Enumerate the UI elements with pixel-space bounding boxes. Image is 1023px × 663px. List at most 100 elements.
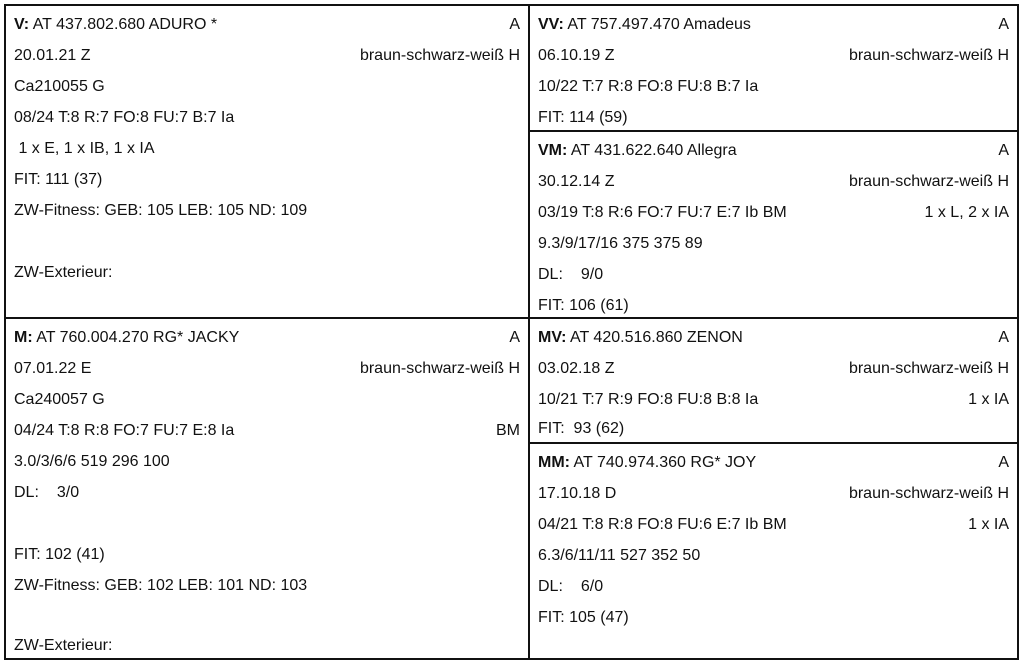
sire-code: Ca210055 G [14,78,105,95]
vm-prefix: VM: [538,142,568,159]
vm-registration: AT 431.622.640 Allegra [570,142,737,159]
divider-center [528,4,530,660]
dam-row: DL: 3/0 [14,477,520,508]
dam-lactation: 3.0/3/6/6 519 296 100 [14,453,170,470]
dam-registration: AT 760.004.270 RG* JACKY [36,329,240,346]
mm-scores: 04/21 T:8 R:8 FO:8 FU:6 E:7 Ib BM [538,516,787,533]
vm-dl-label: DL: [538,266,563,283]
dam-birth: 07.01.22 E [14,360,92,377]
sire-row: ZW-Exterieur: [14,257,520,288]
sire-awards: 1 x E, 1 x IB, 1 x IA [14,140,155,157]
border-top [4,4,1019,6]
mv-prefix: MV: [538,329,567,346]
mm-row: 6.3/6/11/11 527 352 50 [538,540,1009,571]
cell-sire-dam: VM: AT 431.622.640 Allegra A 30.12.14 Z b… [530,132,1017,317]
dam-header: M: AT 760.004.270 RG* JACKY A [14,322,520,353]
vv-birth: 06.10.19 Z [538,47,615,64]
sire-row: FIT: 111 (37) [14,164,520,195]
vm-grade: A [998,142,1009,159]
cell-sire: V: AT 437.802.680 ADURO * A 20.01.21 Z br… [6,6,528,317]
vv-header: VV: AT 757.497.470 Amadeus A [538,9,1009,40]
sire-birth: 20.01.21 Z [14,47,91,64]
sire-fit: FIT: 111 (37) [14,171,103,188]
dam-prefix: M: [14,329,33,346]
mm-grade: A [998,454,1009,471]
mv-awards: 1 x IA [968,391,1009,408]
dam-dl-value: 3/0 [56,484,80,501]
vm-row: 30.12.14 Z braun-schwarz-weiß H [538,166,1009,197]
cell-dam-dam: MM: AT 740.974.360 RG* JOY A 17.10.18 D b… [530,444,1017,658]
sire-grade: A [509,16,520,33]
dam-fit: FIT: 102 (41) [14,546,105,563]
mm-dl-value: 6/0 [580,578,604,595]
vm-lactation: 9.3/9/17/16 375 375 89 [538,235,703,252]
cell-dam-sire: MV: AT 420.516.860 ZENON A 03.02.18 Z bra… [530,319,1017,442]
vm-dl-value: 9/0 [580,266,604,283]
sire-row: 1 x E, 1 x IB, 1 x IA [14,133,520,164]
dam-zw-exterieur: ZW-Exterieur: [14,637,113,654]
pedigree-table: V: AT 437.802.680 ADURO * A 20.01.21 Z br… [4,4,1019,660]
vv-prefix: VV: [538,16,564,33]
divider-vv-vm [530,130,1019,132]
mv-color: braun-schwarz-weiß H [848,360,1009,377]
mv-row: 10/21 T:7 R:9 FO:8 FU:8 B:8 Ia 1 x IA [538,384,1009,415]
vm-scores: 03/19 T:8 R:6 FO:7 FU:7 E:7 Ib BM [538,204,787,221]
vm-fit: FIT: 106 (61) [538,297,629,314]
mv-birth: 03.02.18 Z [538,360,615,377]
dam-row: Ca240057 G [14,384,520,415]
vm-row: 9.3/9/17/16 375 375 89 [538,228,1009,259]
vv-row: FIT: 114 (59) [538,102,1009,133]
mm-birth: 17.10.18 D [538,485,617,502]
dam-grade: A [509,329,520,346]
mm-dl-label: DL: [538,578,563,595]
sire-header: V: AT 437.802.680 ADURO * A [14,9,520,40]
vm-row: FIT: 106 (61) [538,290,1009,321]
cell-dam: M: AT 760.004.270 RG* JACKY A 07.01.22 E… [6,319,528,658]
mm-row: FIT: 105 (47) [538,602,1009,633]
mv-scores: 10/21 T:7 R:9 FO:8 FU:8 B:8 Ia [538,391,759,408]
sire-registration: AT 437.802.680 ADURO * [32,16,218,33]
vv-grade: A [998,16,1009,33]
mv-row: FIT: 93 (62) [538,415,1009,441]
mv-header: MV: AT 420.516.860 ZENON A [538,322,1009,353]
vm-header: VM: AT 431.622.640 Allegra A [538,135,1009,166]
dam-row: ZW-Exterieur: [14,632,520,656]
dam-row: 07.01.22 E braun-schwarz-weiß H [14,353,520,384]
mv-registration: AT 420.516.860 ZENON [570,329,743,346]
vv-registration: AT 757.497.470 Amadeus [567,16,751,33]
dam-row: 3.0/3/6/6 519 296 100 [14,446,520,477]
dam-row: ZW-Fitness: GEB: 102 LEB: 101 ND: 103 [14,570,520,601]
mm-awards: 1 x IA [968,516,1009,533]
mv-grade: A [998,329,1009,346]
vm-birth: 30.12.14 Z [538,173,615,190]
dam-scores: 04/24 T:8 R:8 FO:7 FU:7 E:8 Ia [14,422,235,439]
sire-zw-exterieur: ZW-Exterieur: [14,264,113,281]
mm-row: 17.10.18 D braun-schwarz-weiß H [538,478,1009,509]
mm-color: braun-schwarz-weiß H [848,485,1009,502]
dam-dl-label: DL: [14,484,39,501]
border-left [4,4,6,660]
sire-row: Ca210055 G [14,71,520,102]
mv-fit: FIT: 93 (62) [538,420,625,437]
sire-color: braun-schwarz-weiß H [359,47,520,64]
sire-prefix: V: [14,16,30,33]
mm-row: 04/21 T:8 R:8 FO:8 FU:6 E:7 Ib BM 1 x IA [538,509,1009,540]
mm-row: DL: 6/0 [538,571,1009,602]
vm-color: braun-schwarz-weiß H [848,173,1009,190]
border-right [1017,4,1019,660]
sire-row: ZW-Fitness: GEB: 105 LEB: 105 ND: 109 [14,195,520,226]
mm-registration: AT 740.974.360 RG* JOY [573,454,757,471]
vv-fit: FIT: 114 (59) [538,109,628,126]
divider-middle [4,317,1019,319]
mm-header: MM: AT 740.974.360 RG* JOY A [538,447,1009,478]
sire-scores: 08/24 T:8 R:7 FO:8 FU:7 B:7 Ia [14,109,235,126]
vv-row: 10/22 T:7 R:8 FO:8 FU:8 B:7 Ia [538,71,1009,102]
dam-color: braun-schwarz-weiß H [359,360,520,377]
vm-row: DL: 9/0 [538,259,1009,290]
sire-row: 08/24 T:8 R:7 FO:8 FU:7 B:7 Ia [14,102,520,133]
vv-scores: 10/22 T:7 R:8 FO:8 FU:8 B:7 Ia [538,78,759,95]
